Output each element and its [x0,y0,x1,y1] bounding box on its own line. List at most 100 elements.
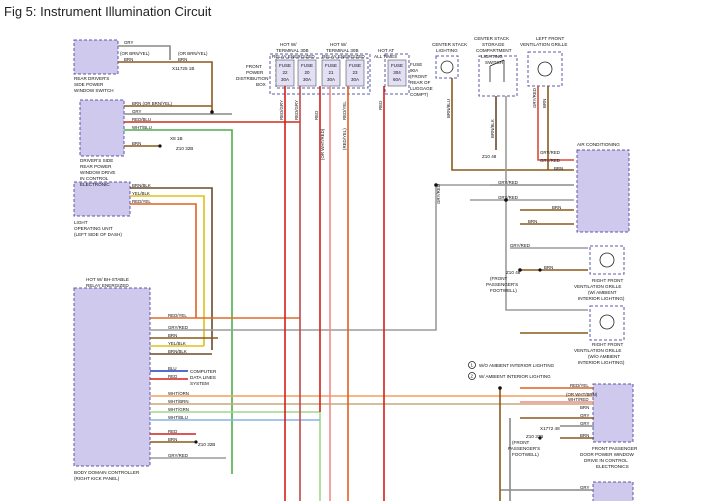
ground-dot [538,436,542,440]
wl-bdc-3: YEL/BLK [168,341,186,346]
ground-dot [194,440,198,444]
door-label-1: FRONT PASSENGER [592,446,638,451]
pdb-label-2: POWER [246,70,264,75]
z1048-note-2: PASSENGER'S [486,282,518,287]
wl-bdc-7: WHT/ORN [168,391,189,396]
legend-1-icon [468,361,476,369]
wl-bdc-4: BRN/BLK [168,349,187,354]
center-stack-lamp-icon [440,60,454,74]
fuse-20-cell [297,59,317,87]
wl-light-0: BRN/BLK [132,183,151,188]
legend-2-icon [468,372,476,380]
right-vent-amb-3: (W/ AMBIENT [588,290,617,295]
wire-light-brnblk [130,187,213,350]
z1032b-note-2: PASSENGER'S [508,446,540,451]
wl-door-1: (OR WHT/BRN) [566,392,598,397]
fuse-23-amp: 30A [351,77,359,82]
wl-ac-4: BRN [552,205,561,210]
drivers-side-module-box [79,99,125,157]
left-vent-lamp-icon [537,61,553,77]
fuse-304-label: FUSE [391,63,403,68]
connector-z10-32b-3: Z10 32B [198,442,215,447]
wl-bdc-9: WHT/GRN [168,407,189,412]
vl-csl-brnblu: BRN/BLU [446,99,451,118]
right-vent-noamb-2: VENTILATION GRILLE [574,348,621,353]
wl-light-1: YEL/BLK [132,191,150,196]
data-lines-label-3: SYSTEM [190,381,209,386]
right-vent-amb-1: RIGHT FRONT [592,278,623,283]
left-vent-label-1: LEFT FRONT [536,36,564,41]
right-vent-noamb-lamp-icon [599,314,615,330]
wl-bdc-8: WHT/BRN [168,399,189,404]
wl-door-7: GRY [580,485,590,490]
drive-module-label-2: REAR POWER [80,164,112,169]
bdc-hot-label-2: RELAY ENERGIZED [86,283,129,288]
light-unit-label-2: OPERATING UNIT [74,226,113,231]
fuse-304-frame [384,53,410,95]
fuse-20-num: 20 [304,70,310,75]
light-operating-unit-box [73,181,131,217]
fuse-group-frame [275,57,369,89]
vl-fuse-3: (OR WHT/RED) [320,128,325,160]
wire-csl-brnblu [451,78,574,171]
wl-drive-2: RED/BLU [132,117,151,122]
wl-door-0: RED/YEL [570,383,589,388]
wl-bdc-2: BRN [168,333,177,338]
wl-door-2: WHT/RED [568,397,589,402]
fuse-22-amp: 30A [281,77,289,82]
hot-all-times-label-2: ALL TIMES [374,54,397,59]
fuse-23-cell [345,59,365,87]
z1032b-note-3: FOOTWELL) [512,452,539,457]
wl-switch-brn2: BRN [178,57,187,62]
right-vent-amb-4: INTERIOR LIGHTING) [578,296,625,301]
front-passenger-door-box [592,383,634,443]
csl-label-1: CENTER STACK [432,42,468,47]
z1048-note-3: FOOTWELL) [490,288,517,293]
fuse-note-5: LUGGAGE [410,86,433,91]
fuse-304-amp: 60A [393,77,401,82]
wl-switch-brn: BRN [124,57,133,62]
center-stack-lighting-frame [435,55,459,79]
wire-storage-gryred [505,96,588,311]
drive-module-label-1: DRIVER'S SIDE [80,158,113,163]
wire-light-yelblk [130,195,205,346]
fuse-21-cell [321,59,341,87]
vl-fuse-6: RED [378,101,383,110]
connector-z10-32b: Z10 32B [176,146,193,151]
connector-z10-32b-2: Z10 32B [526,434,543,439]
wl-light-2: RED/YEL [132,199,151,204]
pdb-label-1: FRONT [246,64,262,69]
storage-switch-icon [489,59,505,82]
light-unit-label-3: (LEFT SIDE OF DASH) [74,232,122,237]
ground-dot [538,268,542,272]
wl-bdc-6: RED [168,374,177,379]
vl-storage-brnblk: BRN/BLK [490,119,495,138]
vl-fuse-4: RED/YEL [342,101,347,120]
fuse-304-cell [387,59,407,87]
fuse-note-4: REAR OF [410,80,431,85]
storage-label-5: SWITCH [485,60,503,65]
door-label-2: DOOR POWER WINDOW [580,452,635,457]
hot-all-times-label-1: HOT AT [378,48,394,53]
drive-module-label-4: IN CONTROL [80,176,109,181]
rear-driver-switch-label-1: REAR DRIVER'S [74,76,109,81]
drive-module-label-3: WINDOW DRIVE [80,170,115,175]
wl-door-6: BRN [580,433,589,438]
right-vent-noamb-1: RIGHT FRONT [592,342,623,347]
wl-door-5: GRY [580,421,590,426]
vl-fuse-1: RED/GRY [294,100,299,120]
wire-switch-brn [118,61,213,112]
wl-ac-3: GRY/RED [498,180,518,185]
hot-relay-2-label-1: HOT W/ [330,42,347,47]
wl-ac-2: BRN [554,166,563,171]
wl-switch-gry: GRY [124,40,134,45]
fuse-21-num: 21 [328,70,334,75]
bdc-label-1: BODY DOMAIN CONTROLLER [74,470,140,475]
wl-ac-1: GRY/RED [540,158,560,163]
ac-label: AIR CONDITIONING [577,142,620,147]
fuse-note-2: 90A [410,68,419,73]
fuse-23-label: FUSE [349,63,361,68]
fuse-note-3: (FRONT [410,74,428,79]
